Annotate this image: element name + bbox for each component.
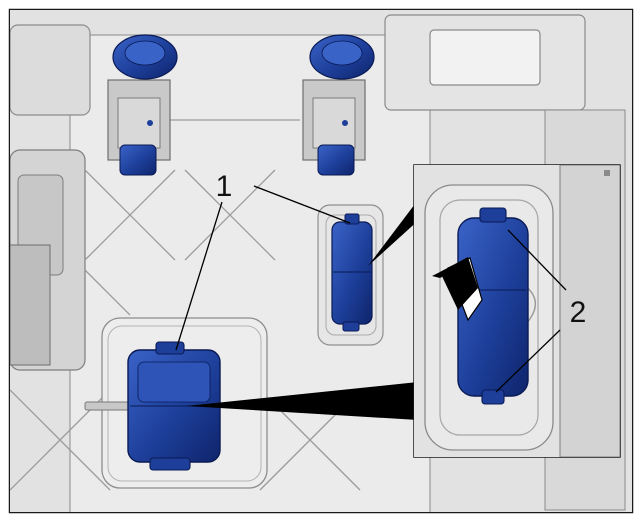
clip-part-lower: [127, 341, 221, 471]
leader-line-2b: [495, 329, 561, 393]
leader-line-1b: [175, 201, 223, 351]
pointer-wedge-lower: [186, 382, 418, 420]
clip-part-top-left: [107, 34, 178, 176]
callout-label-2: 2: [570, 296, 587, 329]
leader-line-2a: [507, 229, 567, 291]
clip-part-middle: [331, 213, 373, 332]
pointer-wedge-upper: [368, 196, 421, 266]
arrow-up-icon: [432, 257, 483, 322]
clip-part-top-right: [302, 34, 375, 176]
detail-inset: [413, 164, 621, 458]
callout-label-1: 1: [216, 170, 233, 203]
leader-line-1a: [253, 185, 351, 224]
